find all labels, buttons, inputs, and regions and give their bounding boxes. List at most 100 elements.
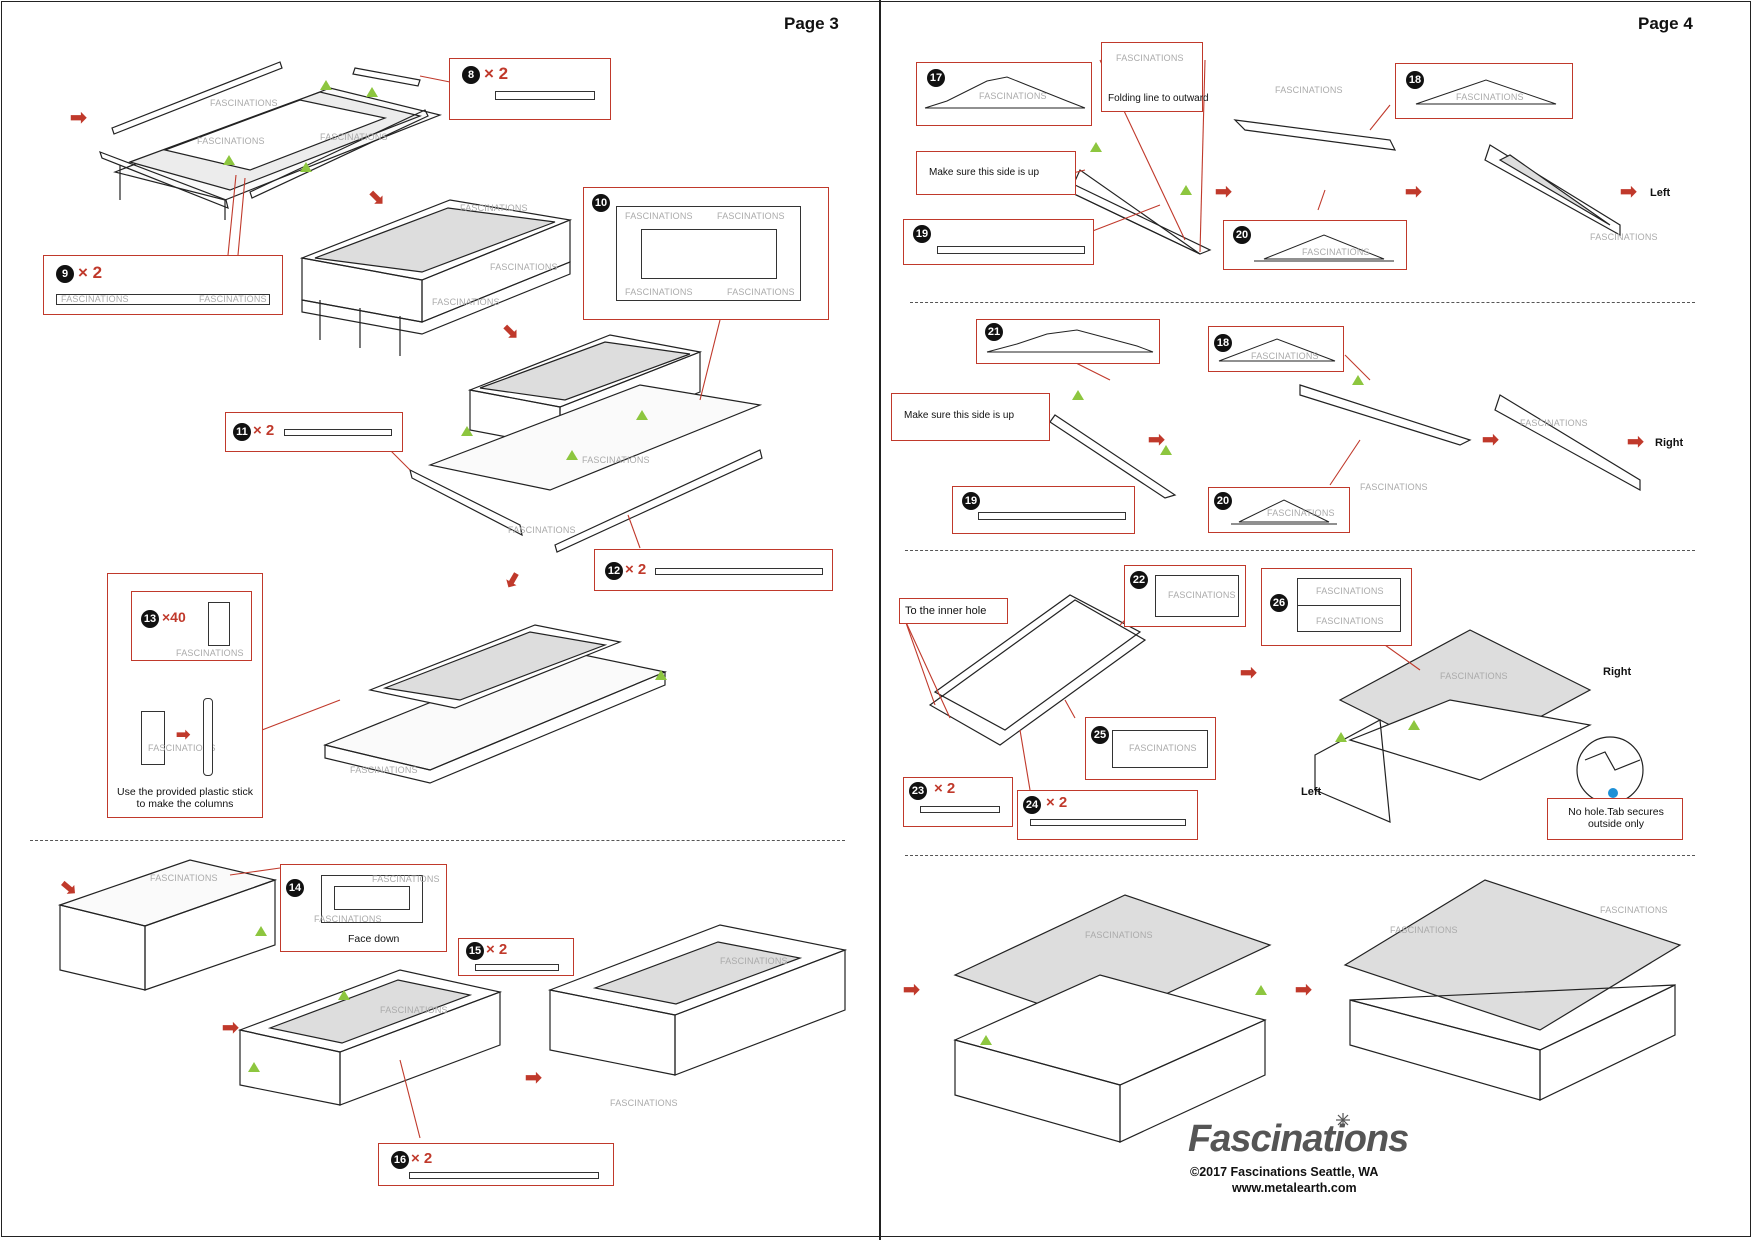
inner-hole-note: To the inner hole: [905, 605, 987, 617]
step-number-badge: 24: [1023, 796, 1041, 814]
callout-step-23: 23 × 2: [903, 777, 1013, 827]
callout-step-16: 16 × 2: [378, 1143, 614, 1186]
quantity-label: × 2: [484, 64, 509, 83]
callout-step-24: 24 × 2: [1017, 790, 1198, 840]
watermark: FASCINATIONS: [320, 132, 388, 142]
folding-note: Folding line to outward: [1108, 93, 1209, 104]
watermark: FASCINATIONS: [199, 294, 267, 304]
watermark: FASCINATIONS: [1360, 482, 1428, 492]
callout-step-18-a: 18 FASCINATIONS: [1395, 63, 1573, 119]
arrow-icon: ➡: [1215, 181, 1232, 203]
callout-step-26: 26 FASCINATIONS FASCINATIONS: [1261, 568, 1412, 646]
watermark: FASCINATIONS: [460, 203, 528, 213]
part-strip: [937, 246, 1085, 254]
step-number-badge: 19: [962, 492, 980, 510]
watermark: FASCINATIONS: [1116, 53, 1184, 63]
watermark: FASCINATIONS: [1275, 85, 1343, 95]
separator-left: [30, 840, 845, 841]
callout-step-10: 10 FASCINATIONS FASCINATIONS FASCINATION…: [583, 187, 829, 320]
watermark: FASCINATIONS: [508, 525, 576, 535]
pediment-frame-part: [1254, 234, 1394, 262]
watermark: FASCINATIONS: [625, 287, 693, 297]
quantity-label: × 2: [411, 1150, 433, 1167]
watermark: FASCINATIONS: [1390, 925, 1458, 935]
part-strip: [978, 512, 1126, 520]
quantity-label: × 2: [486, 941, 508, 958]
callout-step-13: 13 ×40 FASCINATIONS FASCINATIONS ➡ Use t…: [107, 573, 263, 818]
roof-triangle-part: [1415, 79, 1557, 105]
arrow-icon: ➡: [1405, 181, 1422, 203]
arrow-icon: ➡: [903, 979, 920, 1001]
part-frame: FASCINATIONS: [1112, 730, 1208, 768]
watermark: FASCINATIONS: [350, 765, 418, 775]
side-up-note: Make sure this side is up: [904, 410, 1015, 421]
arrow-icon: ➡: [222, 1017, 239, 1039]
step-number-badge: 12: [605, 562, 623, 580]
orientation-right-label: Right: [1603, 666, 1632, 678]
part-strip: [495, 91, 595, 100]
separator-right-2: [905, 550, 1695, 551]
arrow-icon: ➡: [176, 725, 191, 744]
quantity-label: × 2: [1046, 794, 1068, 811]
callout-step-21: 21: [976, 319, 1160, 364]
part-strip: [920, 806, 1000, 813]
callout-step-20-b: 20 FASCINATIONS: [1208, 487, 1350, 533]
pediment-sculpture-part: [986, 329, 1154, 353]
watermark: FASCINATIONS: [1129, 743, 1197, 753]
step-number-badge: 15: [466, 942, 484, 960]
quantity-label: × 2: [253, 422, 275, 439]
part-cutout: [641, 229, 777, 279]
watermark: FASCINATIONS: [610, 1098, 678, 1108]
callout-side-up-2: Make sure this side is up: [891, 393, 1050, 441]
callout-no-hole: No hole.Tab secures outside only: [1547, 798, 1683, 840]
watermark: FASCINATIONS: [1168, 590, 1236, 600]
separator-right-1: [910, 302, 1695, 303]
watermark: FASCINATIONS: [1600, 905, 1668, 915]
page-number-left: Page 3: [784, 14, 839, 33]
part-strip: [1030, 819, 1186, 826]
watermark: FASCINATIONS: [1251, 351, 1319, 361]
arrow-icon: ➡: [1240, 662, 1257, 684]
part-strip: FASCINATIONS FASCINATIONS: [56, 294, 270, 305]
watermark: FASCINATIONS: [625, 211, 693, 221]
pediment-frame-part: [1231, 499, 1337, 525]
arrow-icon: ➡: [1148, 429, 1165, 451]
watermark: FASCINATIONS: [979, 91, 1047, 101]
quantity-label: × 2: [78, 263, 103, 282]
columns-note: Use the provided plastic stick to make t…: [117, 786, 253, 810]
part-panel: FASCINATIONS FASCINATIONS: [314, 874, 440, 924]
step-number-badge: 26: [1270, 594, 1288, 612]
watermark: FASCINATIONS: [314, 914, 382, 924]
callout-step-13-part: 13 ×40 FASCINATIONS: [131, 591, 252, 661]
website-link[interactable]: www.metalearth.com: [1232, 1181, 1357, 1195]
watermark: FASCINATIONS: [1085, 930, 1153, 940]
part-strip: [409, 1172, 599, 1179]
watermark: FASCINATIONS: [197, 136, 265, 146]
callout-step-17: 17 FASCINATIONS: [916, 62, 1092, 126]
orientation-right-label: Right: [1655, 437, 1684, 449]
part-strip: [284, 429, 392, 436]
no-hole-note: No hole.Tab secures outside only: [1568, 806, 1664, 830]
step-number-badge: 21: [985, 323, 1003, 341]
arrow-icon: ➡: [1620, 181, 1637, 203]
part-strip: [475, 964, 559, 971]
roof-panel-part: FASCINATIONS FASCINATIONS: [1297, 578, 1401, 632]
brand-logo: Fascinations: [1188, 1118, 1409, 1160]
step-number-badge: 11: [233, 423, 251, 441]
watermark: FASCINATIONS: [1316, 586, 1384, 596]
watermark: FASCINATIONS: [1267, 508, 1335, 518]
pediment-sculpture-part: [924, 76, 1086, 109]
watermark: FASCINATIONS: [1520, 418, 1588, 428]
step-number-badge: 13: [141, 610, 159, 628]
step-number-badge: 18: [1406, 71, 1424, 89]
face-down-note: Face down: [348, 933, 400, 945]
callout-step-25: 25 FASCINATIONS: [1085, 717, 1216, 780]
watermark: FASCINATIONS: [150, 873, 218, 883]
callout-step-19-a: 19: [903, 219, 1094, 265]
step-number-badge: 19: [913, 225, 931, 243]
part-cutout: [334, 886, 410, 910]
watermark: FASCINATIONS: [176, 648, 244, 658]
watermark: FASCINATIONS: [582, 455, 650, 465]
orientation-left-label: Left: [1301, 786, 1322, 798]
